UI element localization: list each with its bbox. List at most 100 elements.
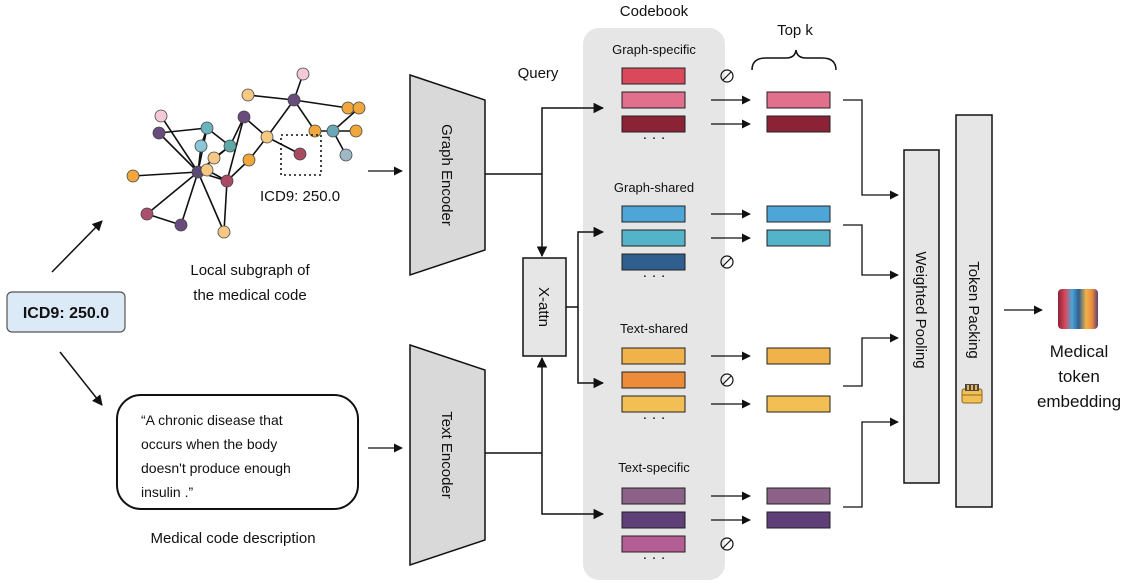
graph-node (241, 88, 255, 102)
graph-edge (132, 171, 199, 177)
topk-entry-text-specific (766, 511, 831, 529)
not-selected-slash (722, 539, 732, 549)
graph-node (326, 124, 340, 138)
topk-entry-text-specific (766, 487, 831, 505)
codebook-entry-text-specific (621, 511, 686, 529)
topk-entry-graph-shared (766, 205, 831, 223)
pool-arrow (843, 417, 899, 508)
quote-line3: doesn't produce enough (141, 460, 291, 476)
graph-node (152, 126, 166, 140)
group-label-text-shared: Text-shared (620, 321, 688, 336)
codebook-entry-text-shared (621, 371, 686, 389)
graph-node (217, 225, 231, 239)
graph-node (174, 218, 188, 232)
weighted-pooling-box (903, 149, 940, 484)
codebook-entry-graph-shared (621, 253, 686, 271)
codebook-ellipsis: · · · (642, 267, 665, 284)
graph-node (154, 109, 168, 123)
graph-node (126, 169, 140, 183)
quote-line4: insulin .” (141, 484, 193, 500)
codebook-entry-graph-shared (621, 205, 686, 223)
graph-node (194, 139, 208, 153)
graph-node (308, 124, 322, 138)
codebook-entries: · · ·· · ·· · ·· · · (621, 67, 686, 566)
token-packing-label: Token Packing (965, 261, 982, 359)
pool-arrow (843, 333, 899, 387)
codebook-entry-graph-shared (621, 229, 686, 247)
description-caption: Medical code description (150, 530, 315, 547)
topk-label: Top k (777, 22, 813, 39)
not-selected-slash (722, 257, 732, 267)
graph-edge (158, 132, 199, 173)
text-encoder-label: Text Encoder (438, 411, 455, 499)
output-line1: Medical (1050, 342, 1109, 361)
local-subgraph (126, 67, 366, 239)
graph-edge (293, 99, 349, 109)
graph-node (200, 121, 214, 135)
group-label-graph-shared: Graph-shared (614, 180, 694, 195)
not-selected-icon (720, 69, 734, 83)
graph-edge (197, 171, 225, 233)
arrow-input-to-graph (51, 220, 103, 273)
output-line3: embedding (1037, 392, 1121, 411)
query-label: Query (518, 65, 559, 82)
pooling-connectors (843, 99, 899, 508)
codebook-title: Codebook (620, 3, 689, 20)
topk-brace (751, 49, 837, 71)
input-code-label: ICD9: 250.0 (23, 305, 109, 322)
graph-node (140, 207, 154, 221)
topk-entry-graph-specific (766, 91, 831, 109)
graph-edge (160, 115, 199, 173)
graph-encoder-label: Graph Encoder (438, 124, 455, 226)
pool-arrow (843, 224, 899, 280)
not-selected-icon (720, 255, 734, 269)
codebook-entry-graph-specific (621, 67, 686, 85)
not-selected-slash (722, 71, 732, 81)
codebook-entry-text-shared (621, 395, 686, 413)
not-selected-icon (720, 373, 734, 387)
text-encoder-shape (409, 343, 486, 567)
group-label-graph-specific: Graph-specific (612, 42, 696, 57)
graph-encoder-shape (409, 73, 486, 277)
quote-line1: “A chronic disease that (141, 412, 283, 428)
graph-node (242, 153, 256, 167)
codebook-entry-graph-specific (621, 115, 686, 133)
topk-entries (711, 69, 899, 551)
description-box (116, 394, 359, 510)
graph-node (352, 101, 366, 115)
weighted-pooling-label: Weighted Pooling (912, 251, 929, 368)
pool-arrow (843, 99, 899, 200)
graph-node (296, 67, 310, 81)
graph-node (293, 147, 307, 161)
codebook-panel (583, 28, 725, 580)
graph-edge (146, 171, 199, 215)
quote-line2: occurs when the body (141, 436, 277, 452)
topk-entry-graph-specific (766, 115, 831, 133)
graph-node (223, 139, 237, 153)
graph-node-label: ICD9: 250.0 (260, 188, 340, 205)
output-line2: token (1058, 367, 1100, 386)
graph-node (207, 151, 221, 165)
not-selected-slash (722, 375, 732, 385)
token-embedding-icon (1058, 289, 1098, 329)
graph-edge (266, 99, 295, 138)
not-selected-icon (720, 537, 734, 551)
topk-entry-graph-shared (766, 229, 831, 247)
graph-caption-line2: the medical code (193, 287, 306, 304)
graph-edge (247, 94, 295, 101)
graph-node (220, 174, 234, 188)
encoder-connectors (485, 102, 605, 520)
graph-node (200, 163, 214, 177)
codebook-entry-graph-specific (621, 91, 686, 109)
highlight-box (280, 134, 322, 176)
topk-entry-text-shared (766, 347, 831, 365)
graph-node (287, 93, 301, 107)
codebook-ellipsis: · · · (642, 129, 665, 146)
graph-node (237, 110, 251, 124)
graph-edge (223, 180, 228, 233)
graph-edge (158, 127, 208, 134)
group-label-text-specific: Text-specific (618, 460, 690, 475)
graph-edge (180, 171, 199, 226)
topk-entry-text-shared (766, 395, 831, 413)
